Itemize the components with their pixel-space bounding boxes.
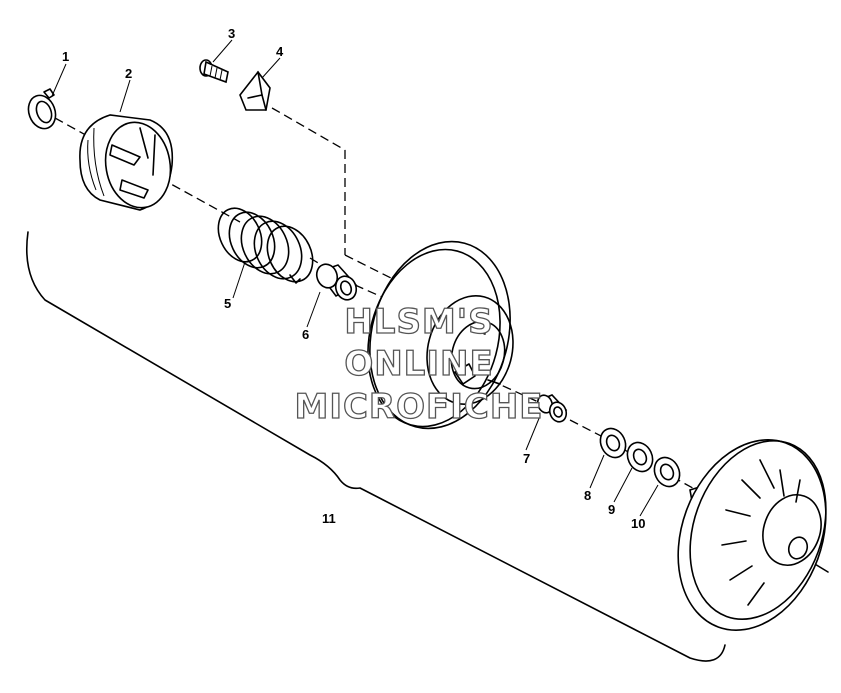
washer-part-10 (653, 456, 681, 488)
callout-7: 7 (523, 451, 530, 466)
callout-6: 6 (302, 327, 309, 342)
movable-sheave-part (367, 240, 514, 430)
callout-8: 8 (584, 488, 591, 503)
snap-ring-part (27, 88, 57, 130)
watermark-line-2: ONLINE (344, 344, 493, 384)
fixed-sheave-part (677, 439, 827, 631)
roller-button-part (239, 70, 271, 111)
small-bushing-part (536, 394, 568, 423)
callout-2: 2 (125, 66, 132, 81)
callout-10: 10 (631, 516, 645, 531)
washer-part-9 (626, 441, 654, 473)
callout-4: 4 (276, 44, 284, 59)
spider-cam-part (79, 114, 174, 211)
callout-3: 3 (228, 26, 235, 41)
callout-9: 9 (608, 502, 615, 517)
leader-lines (51, 39, 659, 517)
assembly-bracket (25, 231, 726, 662)
callout-5: 5 (224, 296, 231, 311)
bushing-part (315, 263, 358, 301)
screw-part (199, 59, 229, 84)
callout-11: 11 (322, 511, 336, 526)
screw-leader-line (271, 107, 396, 281)
callout-1: 1 (62, 49, 69, 64)
washer-part-8 (599, 427, 627, 459)
callout-labels: 1 2 3 4 5 6 7 8 9 10 11 (62, 26, 645, 531)
watermark: HLSM'S ONLINE MICROFICHE (294, 301, 543, 427)
watermark-line-1: HLSM'S (344, 302, 493, 342)
spring-part (217, 207, 314, 284)
watermark-line-3: MICROFICHE (294, 387, 543, 427)
